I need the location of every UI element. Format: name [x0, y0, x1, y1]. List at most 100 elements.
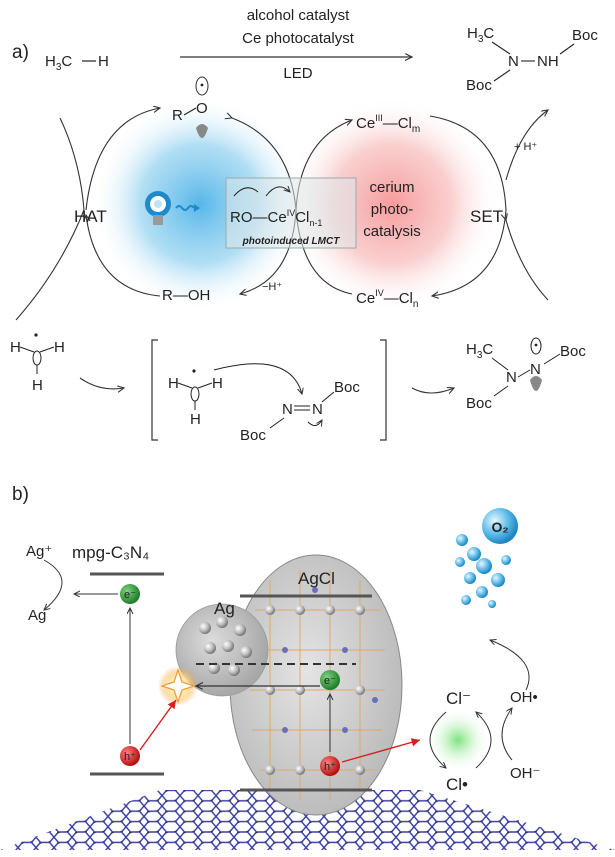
svg-text:NH: NH: [537, 53, 559, 70]
lmct-arrow-right: [265, 187, 290, 197]
methane-in-arc-top: [59, 117, 85, 211]
ag-particle-label: Ag: [214, 599, 235, 618]
cl-radical-label: Cl•: [446, 775, 468, 794]
svg-text:H: H: [98, 53, 109, 70]
cerium-text-2: photo-: [371, 201, 414, 218]
svg-text:N: N: [508, 53, 519, 70]
condition-2: Ce photocatalyst: [242, 30, 355, 47]
hole-to-flash-arrow: [139, 699, 177, 751]
bracket-methyl-radical: H H H: [168, 369, 223, 428]
light-wave-arrowhead: [194, 204, 200, 212]
svg-text:Boc: Boc: [240, 427, 266, 444]
hat-cycle-arc-top: [85, 108, 160, 211]
cl-cycle-left: [429, 711, 446, 768]
ag-plus-label: Ag⁺: [26, 543, 52, 560]
methyl-radical: H H H: [10, 333, 65, 394]
ag-reduction-arc: [44, 559, 63, 610]
set-label: SET: [470, 207, 503, 226]
light-wave-icon: [175, 205, 195, 211]
svg-text:O: O: [196, 100, 208, 117]
hat-glow: [92, 96, 308, 312]
svg-text:N: N: [530, 361, 541, 378]
cl-glow: [426, 708, 490, 772]
cl-cycle-right: [476, 712, 492, 769]
hat-label: HAT: [74, 207, 107, 226]
svg-text:Boc: Boc: [572, 27, 598, 44]
hole-to-cl-arrow: [341, 738, 421, 763]
set-cycle-arc-bottom: [432, 209, 507, 296]
plus-h-label: + H⁺: [514, 141, 537, 153]
product-arrow: [411, 388, 454, 393]
ag-label: Ag: [28, 607, 46, 624]
svg-text:N: N: [506, 369, 517, 386]
light-bulb-icon: [145, 191, 171, 225]
h-plus-arc: [505, 110, 548, 181]
lmct-box: [225, 177, 357, 249]
azo-compound: N N Boc Boc: [240, 379, 360, 444]
cerium-text-1: cerium: [369, 179, 414, 196]
alkoxy-radical: R O: [172, 76, 209, 138]
electron-agcl-label: e⁻: [324, 675, 336, 687]
o2-label: O₂: [491, 519, 508, 535]
lmct-complex: RO—CeIVCln-1: [230, 208, 322, 228]
svg-text:H: H: [10, 339, 21, 356]
agcl-crystal: [229, 554, 403, 816]
lmct-caption: photoinduced LMCT: [242, 236, 341, 247]
ce-iv-species: CeIV—Cln: [356, 288, 418, 310]
oh-radical-label: OH•: [510, 689, 538, 706]
svg-text:H: H: [168, 375, 179, 392]
electron-agcl: [320, 670, 340, 690]
set-in-arc: [506, 220, 549, 301]
svg-text:Boc: Boc: [466, 77, 492, 94]
alcohol: R—OH: [162, 287, 210, 304]
semiconductor-label: mpg-C₃N₄: [72, 543, 149, 562]
hole-c3n4: [120, 746, 140, 766]
cerium-glow: [284, 96, 500, 312]
svg-text:H3C: H3C: [45, 53, 72, 73]
svg-text:R: R: [172, 107, 183, 124]
bracket-attack-arrow: [213, 363, 302, 394]
electron-c3n4: [120, 584, 140, 604]
hole-agcl: [320, 756, 340, 776]
hat-cycle-arc-bottom: [86, 215, 161, 297]
radical-addition-arrow: [79, 377, 124, 389]
panel-b-tag: b): [12, 484, 29, 505]
svg-text:Boc: Boc: [466, 395, 492, 412]
svg-text:Boc: Boc: [334, 379, 360, 396]
methane-in-arc: [15, 209, 85, 321]
oh-to-o2-arrow: [490, 640, 530, 691]
svg-text:N: N: [312, 401, 323, 418]
c3n4-sheet: [0, 790, 615, 850]
radical-product: H3C N N Boc Boc: [466, 337, 586, 412]
product-hydrazine: H3C N NH Boc Boc: [466, 25, 598, 94]
panel-a-tag: a): [12, 42, 29, 63]
cerium-text-3: catalysis: [363, 223, 421, 240]
methane-structure: H3C H: [45, 53, 109, 73]
minus-h-label: −H⁺: [262, 281, 282, 293]
hole-agcl-label: h⁺: [324, 761, 336, 773]
flash-star-icon: [160, 668, 196, 704]
ce-iii-species: CeIII—Clm: [356, 113, 420, 135]
electron-c3n4-label: e⁻: [124, 589, 136, 601]
agcl-label: AgCl: [298, 569, 335, 588]
hole-c3n4-label: h⁺: [124, 751, 136, 763]
svg-text:N: N: [282, 401, 293, 418]
right-bracket: [380, 339, 387, 441]
lmct-arrow-left: [233, 187, 259, 197]
oxygen-bubbles: [455, 508, 518, 608]
svg-text:H3C: H3C: [467, 25, 494, 45]
svg-text:H: H: [32, 377, 43, 394]
oh-cycle: [501, 708, 512, 761]
svg-text:H3C: H3C: [466, 341, 493, 361]
svg-text:H: H: [54, 339, 65, 356]
left-bracket: [151, 339, 158, 441]
svg-text:H: H: [190, 411, 201, 428]
agcl-atoms: [265, 587, 378, 775]
oh-minus-label: OH⁻: [510, 765, 540, 782]
set-cycle-arc-top: [429, 115, 507, 211]
cl-minus-label: Cl⁻: [446, 689, 471, 708]
svg-text:H: H: [212, 375, 223, 392]
condition-1: alcohol catalyst: [247, 7, 350, 24]
condition-3: LED: [283, 65, 312, 82]
